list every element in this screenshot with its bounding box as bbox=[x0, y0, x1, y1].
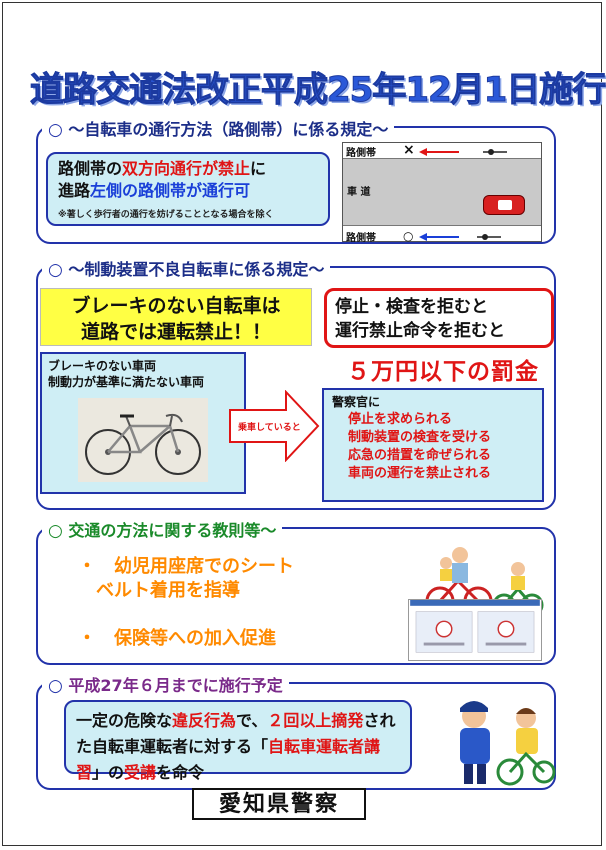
warning-line-2: 道路では運転禁止！！ bbox=[80, 321, 271, 343]
section-traffic-guidelines: ○ 交通の方法に関する教則等～ ・ 幼児用座席でのシート ベルト着用を指導 ・ … bbox=[36, 517, 556, 665]
rule-note: ※著しく歩行者の通行を妨げることとなる場合を除く bbox=[58, 210, 274, 220]
police-item: 車両の運行を禁止される bbox=[348, 466, 492, 481]
section-heading: ○ ～制動装置不良自転車に係る規定～ bbox=[42, 256, 331, 280]
course-requirement-box: 一定の危険な違反行為で、２回以上摘発された自転車運転者に対する「自転車運転者講習… bbox=[64, 700, 412, 782]
refusal-box: 停止・検査を拒むと 運行禁止命令を拒むと bbox=[324, 288, 554, 348]
circle-mark: ○ bbox=[48, 521, 63, 541]
fine-text: ５万円以下の罰金 bbox=[347, 359, 539, 385]
footer-aichi-police: 愛知県警察 bbox=[192, 788, 366, 820]
circle-mark: ○ bbox=[48, 676, 63, 696]
road-diagram: 路側帯 車 道 路側帯 × ○ bbox=[342, 142, 542, 244]
vehicle-box: ブレーキのない車両 制動力が基準に満たない車両 bbox=[40, 352, 246, 494]
guideline-insurance: ・ 保険等への加入促進 bbox=[78, 628, 276, 649]
refusal-line-1: 停止・検査を拒むと bbox=[335, 297, 488, 317]
section-heading: ○ 交通の方法に関する教則等～ bbox=[42, 517, 283, 541]
road-side-label-bottom: 路側帯 bbox=[346, 233, 376, 244]
left-arrow-allowed-icon bbox=[419, 233, 501, 241]
warning-line-1: ブレーキのない自転車は bbox=[71, 295, 281, 317]
circle-mark: ○ bbox=[48, 120, 63, 140]
police-head: 警察官に bbox=[332, 395, 381, 409]
section-heading-text: ～自転車の通行方法（路側帯）に係る規定～ bbox=[68, 120, 389, 139]
police-item: 停止を求められる bbox=[348, 412, 453, 427]
section-heading: ○ ～自転車の通行方法（路側帯）に係る規定～ bbox=[42, 116, 395, 140]
guideline-seatbelt-line-2: ベルト着用を指導 bbox=[96, 580, 240, 601]
car-icon bbox=[483, 195, 525, 215]
vehicle-line-2: 制動力が基準に満たない車両 bbox=[48, 375, 205, 389]
fixed-gear-bicycle-photo bbox=[78, 398, 208, 482]
prohibited-x-icon: × bbox=[403, 142, 415, 158]
guideline-seatbelt-line-1: ・ 幼児用座席でのシート bbox=[78, 556, 294, 577]
police-officer-illustration bbox=[460, 701, 556, 786]
road-side-label-top: 路側帯 bbox=[346, 148, 376, 159]
section-heading: ○ 平成27年６月までに施行予定 bbox=[42, 672, 289, 696]
vehicle-line-1: ブレーキのない車両 bbox=[48, 359, 157, 373]
section-heading-text: 平成27年６月までに施行予定 bbox=[68, 676, 283, 695]
insurance-document-image bbox=[408, 599, 542, 661]
section-brake-rules: ○ ～制動装置不良自転車に係る規定～ ブレーキのない自転車は 道路では運転禁止！… bbox=[36, 256, 556, 510]
right-arrow-icon bbox=[229, 390, 320, 462]
police-item: 制動装置の検査を受ける bbox=[348, 430, 492, 445]
police-item: 応急の措置を命ぜられる bbox=[348, 448, 492, 463]
section-heading-text: 交通の方法に関する教則等～ bbox=[68, 521, 277, 540]
rule-line-2: 進路左側の路側帯が通行可 bbox=[58, 181, 251, 200]
allowed-o-icon: ○ bbox=[403, 229, 414, 243]
rule-box: 路側帯の双方向通行が禁止に 進路左側の路側帯が通行可 ※著しく歩行者の通行を妨げ… bbox=[46, 152, 330, 226]
circle-mark: ○ bbox=[48, 260, 63, 280]
refusal-line-2: 運行禁止命令を拒むと bbox=[335, 321, 505, 341]
section-upcoming-rules: ○ 平成27年６月までに施行予定 一定の危険な違反行為で、２回以上摘発された自転… bbox=[36, 672, 556, 790]
page-title: 道路交通法改正平成25年12月1日施行 bbox=[30, 70, 606, 111]
section-bicycle-lane-rules: ○ ～自転車の通行方法（路側帯）に係る規定～ 路側帯の双方向通行が禁止に 進路左… bbox=[36, 116, 556, 244]
no-brake-warning: ブレーキのない自転車は 道路では運転禁止！！ bbox=[40, 288, 312, 346]
rule-line-1: 路側帯の双方向通行が禁止に bbox=[58, 159, 267, 178]
arrow-label: 乗車していると bbox=[238, 423, 301, 433]
section-heading-text: ～制動装置不良自転車に係る規定～ bbox=[68, 260, 325, 279]
roadway-label: 車 道 bbox=[347, 187, 371, 198]
left-arrow-prohibited-icon bbox=[419, 148, 507, 156]
police-actions-box: 警察官に 停止を求められる 制動装置の検査を受ける 応急の措置を命ぜられる 車両… bbox=[322, 388, 544, 502]
